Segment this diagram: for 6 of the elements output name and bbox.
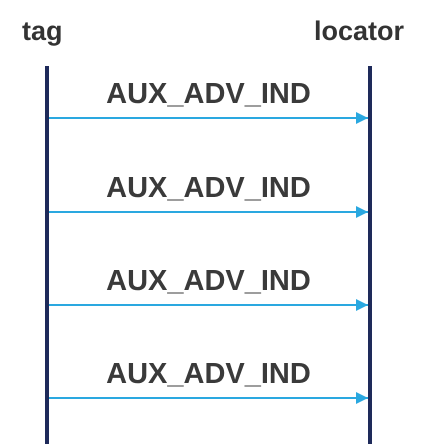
message-arrow <box>49 206 368 218</box>
message-arrow <box>49 299 368 311</box>
participant-name: tag <box>22 15 62 48</box>
message-arrow <box>49 112 368 124</box>
message-arrow <box>49 392 368 404</box>
participant-name: locator <box>314 15 404 48</box>
